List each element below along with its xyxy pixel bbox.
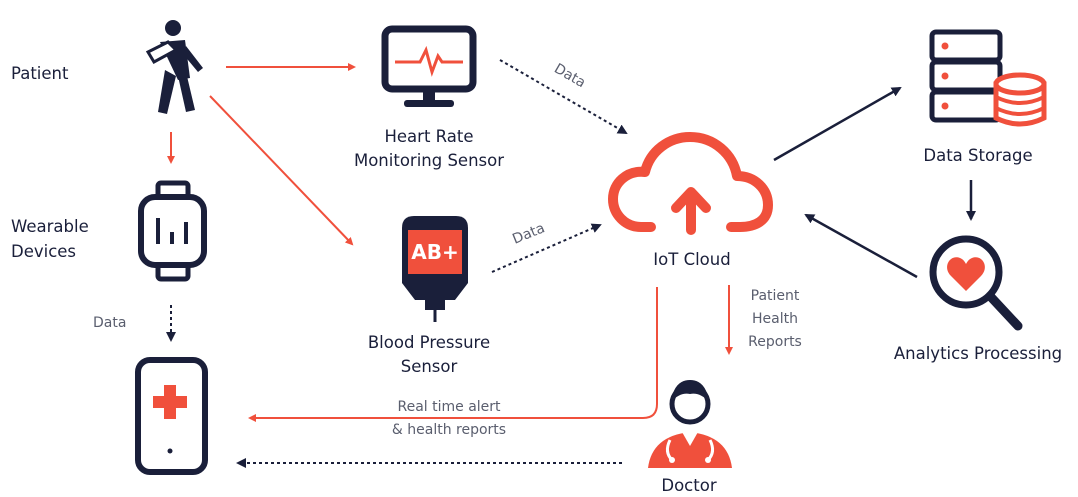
wearable-label-line1: Wearable [11, 217, 89, 236]
arrow-analytics-cloud [804, 213, 918, 279]
reports-label-line1: Patient [750, 288, 800, 304]
data-storage-icon [929, 29, 1047, 127]
bp-sensor-label-line2: Sensor [400, 357, 458, 376]
arrow-bp-cloud [491, 223, 602, 273]
blood-type-badge: AB+ [411, 240, 459, 264]
reports-label-line3: Reports [748, 334, 802, 350]
blood-bag-icon [402, 216, 468, 322]
doctor-label: Doctor [661, 476, 717, 495]
smartwatch-icon [138, 180, 207, 282]
arrow-cloud-phone-alert [248, 287, 658, 422]
heart-monitor-icon [381, 25, 477, 107]
wearable-label-line2: Devices [11, 242, 77, 261]
bp-sensor-label-line1: Blood Pressure [367, 333, 491, 352]
analytics-label: Analytics Processing [893, 344, 1063, 363]
iot-cloud-icon [608, 132, 773, 235]
alert-label-line2: & health reports [391, 422, 507, 438]
analytics-icon [929, 235, 1023, 331]
phone-icon [135, 357, 208, 475]
data-label-wearable: Data [93, 315, 127, 331]
iot-cloud-label: IoT Cloud [653, 250, 731, 269]
reports-label-line2: Health [752, 311, 798, 327]
heart-sensor-label-line1: Heart Rate [384, 127, 474, 146]
data-storage-label: Data Storage [923, 146, 1033, 165]
arrow-heart-cloud [499, 59, 628, 135]
heart-sensor-label-line2: Monitoring Sensor [353, 151, 505, 170]
arrow-cloud-storage [773, 86, 902, 162]
patient-icon [145, 20, 203, 114]
arrow-patient-bp [209, 95, 354, 246]
patient-label: Patient [11, 64, 69, 83]
alert-label-line1: Real time alert [397, 399, 501, 415]
doctor-icon [648, 380, 732, 468]
